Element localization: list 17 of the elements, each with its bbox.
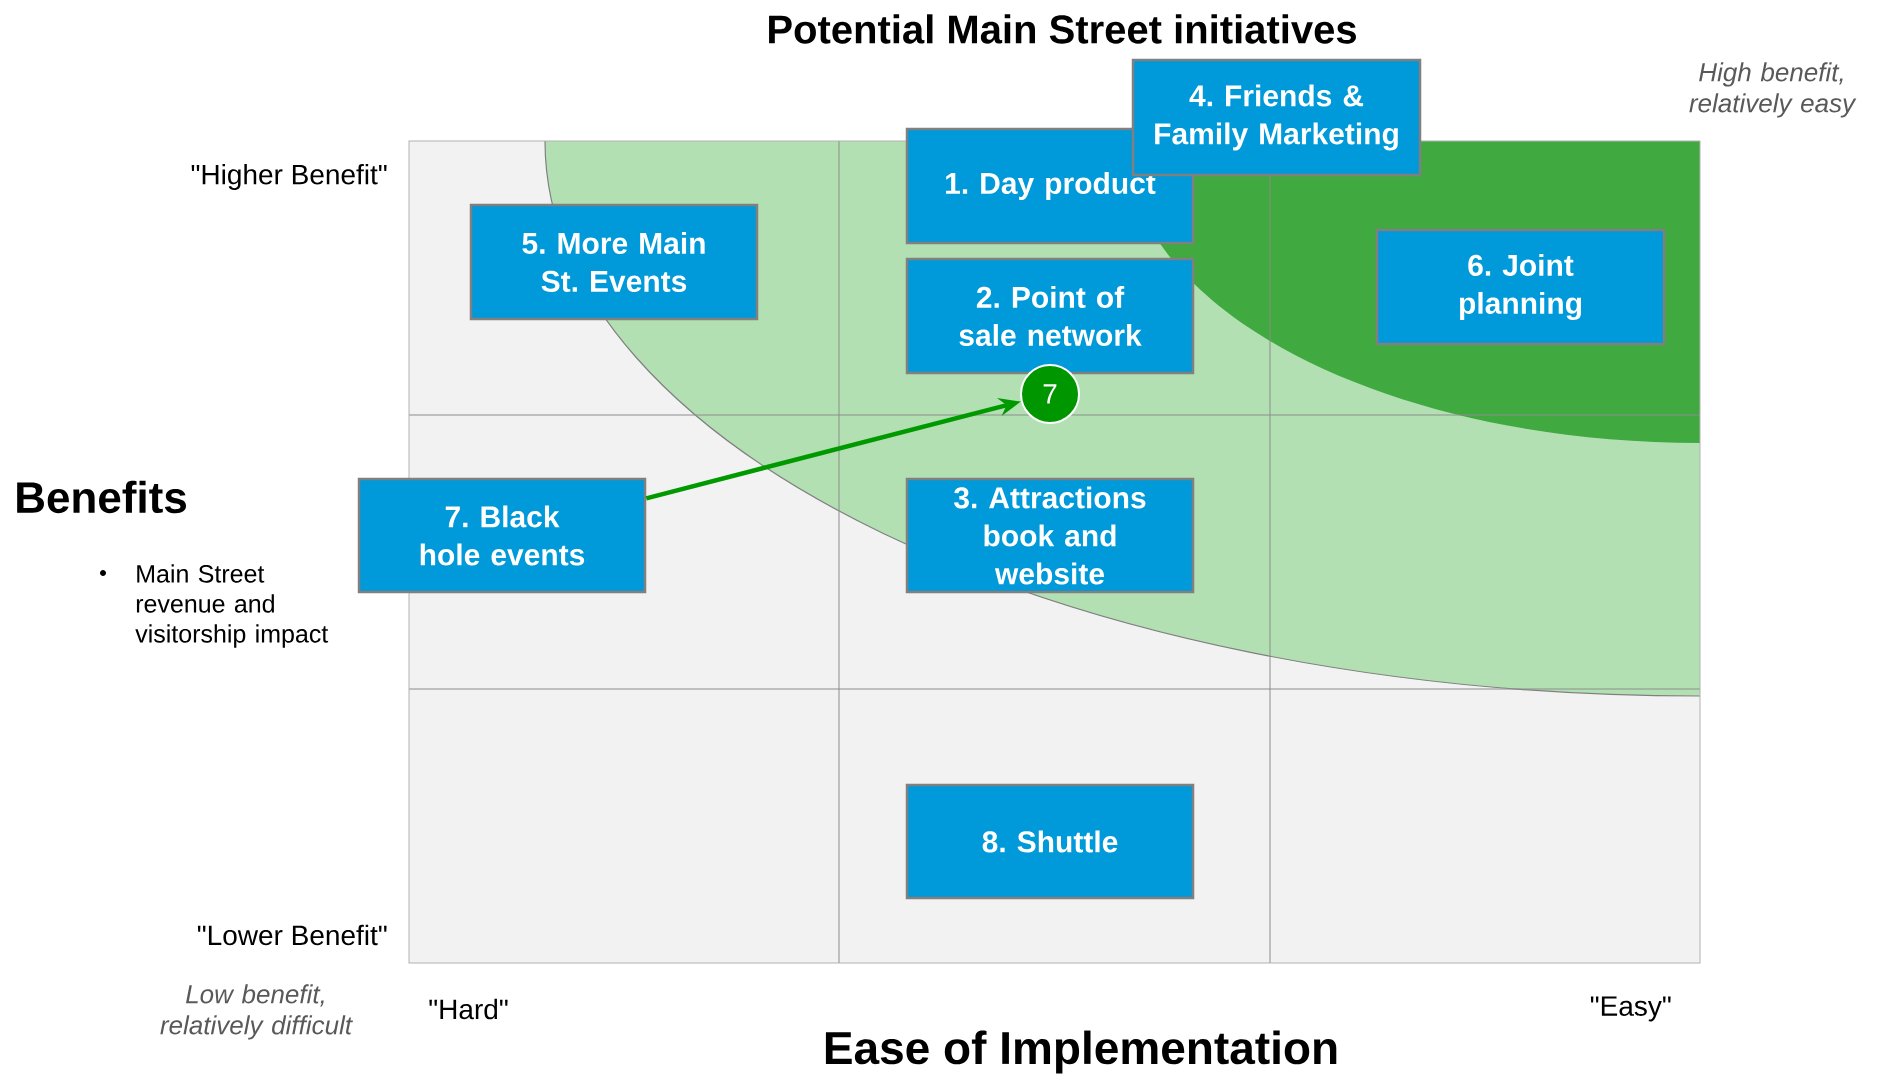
initiative-box: 4. Friends & Family Marketing xyxy=(1131,58,1422,177)
initiative-box: 2. Point of sale network xyxy=(905,257,1195,375)
corner-note: Low benefit, relatively difficult xyxy=(160,984,353,1040)
initiative-box: 6. Joint planning xyxy=(1375,228,1666,346)
axis-label: "Easy" xyxy=(1590,996,1671,1022)
initiative-box: 7. Black hole events xyxy=(357,477,647,594)
initiative-box: 8. Shuttle xyxy=(905,783,1195,900)
corner-note: High benefit, relatively easy xyxy=(1689,62,1857,118)
initiative-box: 3. Attractions book and website xyxy=(905,477,1195,594)
bullet-text: Main Street revenue and visitorship impact xyxy=(135,564,329,648)
axis-label: "Lower Benefit" xyxy=(197,924,387,946)
axis-title: Benefits xyxy=(17,480,186,514)
chart-title: Potential Main Street initiatives xyxy=(769,14,1356,44)
axis-label: "Higher Benefit" xyxy=(191,163,387,191)
initiative-box: 5. More Main St. Events xyxy=(469,203,759,321)
axis-label: "Hard" xyxy=(429,998,508,1020)
axis-title: Ease of Implementation xyxy=(825,1030,1337,1074)
